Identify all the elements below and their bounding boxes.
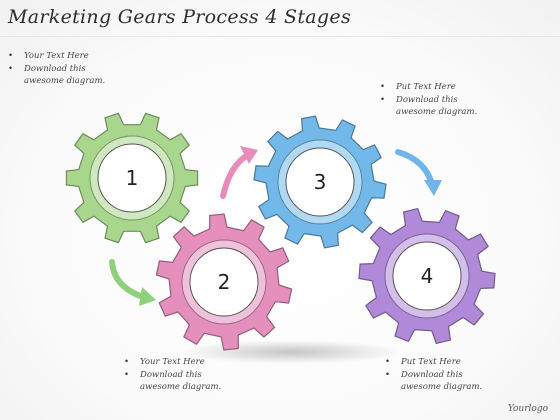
gear-center: [285, 147, 355, 217]
note-line: Download this: [24, 63, 86, 74]
note-bullet: Put Text Here: [380, 81, 477, 94]
gear-3: 3: [253, 115, 387, 249]
arrow-1-to-2: [109, 259, 156, 306]
note-line: Download this: [401, 369, 463, 380]
gear-center: [189, 247, 259, 317]
gear-number-1: 1: [126, 166, 139, 190]
note-bullet: Your Text Here: [8, 50, 105, 63]
note-top-right: Put Text Here Download this awesome diagr…: [380, 81, 477, 119]
note-line: awesome diagram.: [140, 382, 222, 392]
note-bottom-center: Your Text Here Download this awesome diag…: [124, 356, 221, 394]
note-bullet: Download this awesome diagram.: [385, 369, 482, 394]
note-bullet: Download this awesome diagram.: [124, 369, 221, 394]
gear-center: [392, 241, 462, 311]
gear-number-2: 2: [218, 270, 231, 294]
note-bullet: Download this awesome diagram.: [380, 94, 477, 119]
note-top-left: Your Text Here Download this awesome diag…: [8, 50, 105, 88]
gear-shadow: [180, 340, 400, 364]
gear-center: [97, 143, 167, 213]
note-bullet: Put Text Here: [385, 356, 482, 369]
page-title: Marketing Gears Process 4 Stages: [8, 6, 351, 28]
arrow-3-to-4: [395, 149, 442, 196]
gear-1: 1: [65, 112, 199, 244]
arrow-2-to-3: [220, 146, 258, 199]
gear-4: 4: [358, 207, 496, 345]
note-line: Download this: [396, 94, 458, 105]
gear-number-4: 4: [421, 264, 434, 288]
logo-text: Yourlogo: [507, 404, 548, 414]
note-bottom-right: Put Text Here Download this awesome diagr…: [385, 356, 482, 394]
gear-2: 2: [155, 213, 293, 351]
note-line: awesome diagram.: [24, 76, 106, 86]
note-line: awesome diagram.: [401, 382, 483, 392]
note-bullet: Download this awesome diagram.: [8, 63, 105, 88]
note-bullet: Your Text Here: [124, 356, 221, 369]
note-line: Download this: [140, 369, 202, 380]
title-divider: [0, 36, 560, 37]
note-line: awesome diagram.: [396, 107, 478, 117]
gear-number-3: 3: [314, 170, 327, 194]
